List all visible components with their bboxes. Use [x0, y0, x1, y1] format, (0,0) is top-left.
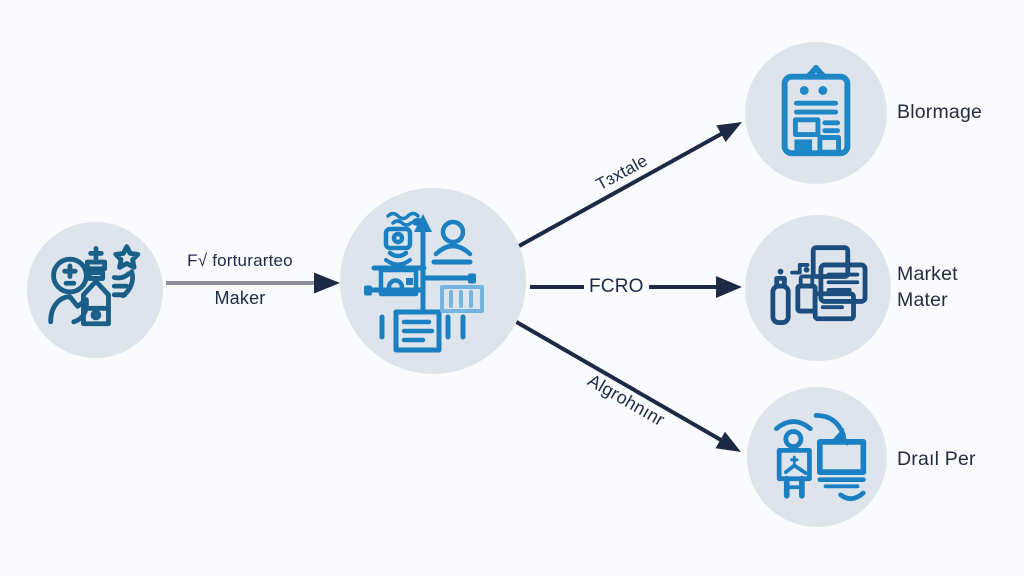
branch-label-middle: FCRO [584, 276, 649, 298]
input-arrow-label-top: F√ forturarteo [187, 251, 293, 270]
clipboard-form-icon [781, 64, 851, 157]
people-star-icon [48, 244, 141, 327]
output-node-drail-per [747, 387, 887, 527]
output-node-blormage [745, 42, 887, 184]
hub-node [340, 188, 526, 374]
output-label-market-mater: Market Mater [897, 263, 958, 311]
input-arrow [166, 272, 340, 294]
output-node-market-mater [745, 215, 891, 361]
process-hub-icon [364, 211, 484, 353]
person-computer-icon [773, 413, 867, 501]
branch-arrow-top [518, 122, 742, 248]
branch-arrow-bottom [512, 318, 741, 452]
source-node [27, 222, 163, 358]
output-label-blormage: Blormage [897, 101, 983, 123]
stacked-documents-icon [770, 245, 868, 325]
input-arrow-label-bottom: Maker [214, 288, 266, 308]
output-label-drail-per: Draıl Per [897, 448, 976, 470]
